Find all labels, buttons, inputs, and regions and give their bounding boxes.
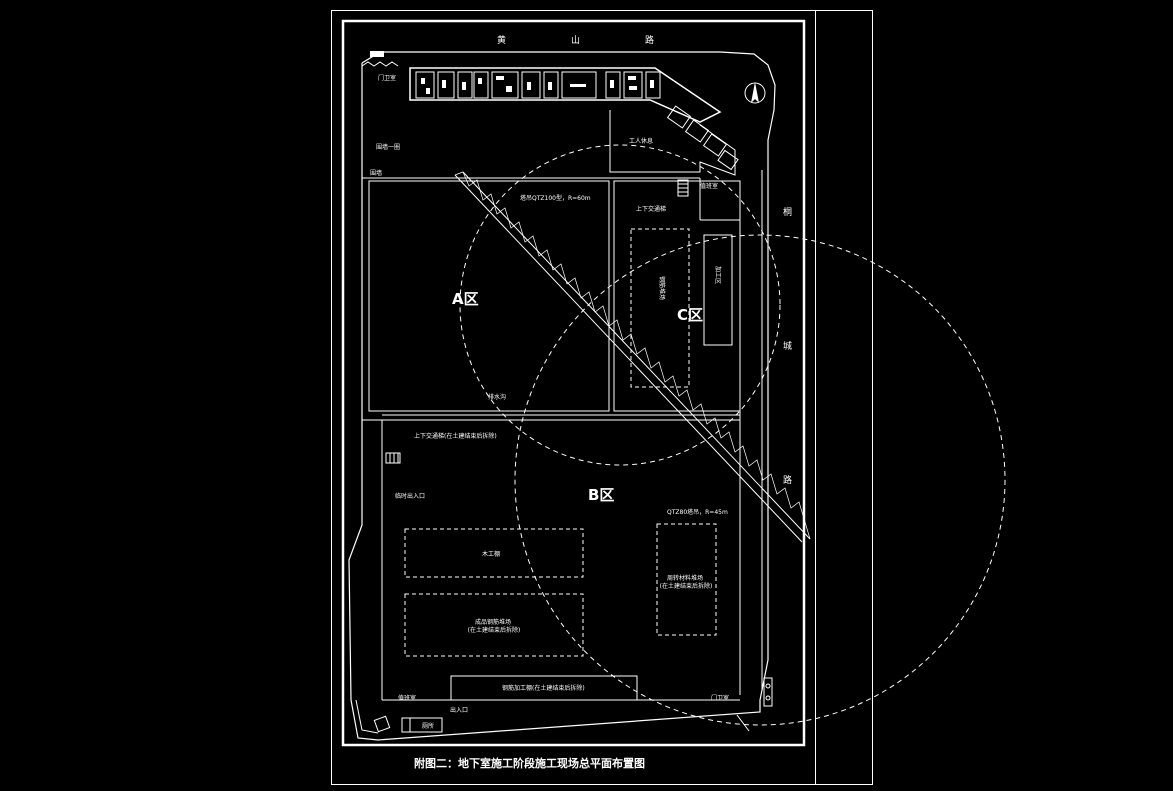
inner-border: [341, 19, 806, 747]
label-wall-2: 围墙: [370, 169, 382, 177]
label-toilet: 厕所: [422, 722, 434, 730]
gate-se: [763, 677, 773, 707]
zone-c-pit: [613, 180, 741, 412]
outer-frame: [331, 10, 873, 785]
site-boundary-inner: [355, 699, 379, 734]
road-east-1: 桐: [783, 206, 792, 218]
label-crane-2: QTZ80塔吊，R=45m: [667, 508, 728, 516]
north-arrow-icon: [744, 82, 766, 104]
label-rebar-yard-line1: 成品钢筋堆场: [475, 618, 511, 626]
zone-a-label: A区: [452, 290, 479, 308]
label-rebar-yard: 成品钢筋堆场 (在土建结束后拆除): [468, 618, 521, 634]
label-ramp-top: 上下交通梯: [636, 205, 666, 213]
road-east-2: 城: [783, 341, 792, 352]
label-drain: 排水沟: [488, 393, 506, 401]
tower-crane-jib: [454, 171, 811, 543]
label-crane-1: 塔吊QTZ100型，R=60m: [520, 194, 591, 202]
label-ramp-mid: 上下交通梯(在土建结束后拆除): [414, 432, 497, 440]
toilet-block: [401, 717, 443, 733]
office-building: [409, 67, 722, 123]
drawing-caption: 附图二：地下室施工阶段施工现场总平面布置图: [414, 756, 645, 770]
gate-s: [373, 715, 391, 733]
zone-b-label: B区: [588, 486, 614, 504]
stair-mid: [385, 452, 401, 464]
crane-2-radius: [514, 234, 1006, 726]
label-duty-room-2: 值班室: [398, 694, 416, 702]
road-east-3: 路: [783, 474, 792, 486]
storage-yards: [404, 228, 717, 657]
label-wall-1: 围墙一圈: [376, 143, 400, 151]
road-north-1: 黄: [497, 34, 506, 46]
label-rebar-yard-line2: (在土建结束后拆除): [468, 626, 521, 634]
label-worker-rest: 工人休息: [629, 137, 653, 145]
label-c-store-1: 钢筋堆场: [658, 276, 666, 300]
label-wood-shop: 木工棚: [482, 550, 500, 558]
road-north-2: 山: [571, 35, 580, 46]
zone-c-label: C区: [677, 306, 703, 324]
c-work-shed: [703, 234, 733, 346]
crane-1-radius: [459, 144, 781, 466]
label-gate-nw: 门卫室: [378, 74, 396, 82]
label-c-store-2: 加工区: [714, 266, 722, 284]
label-mat-yard-line1: 周转材料堆场: [667, 574, 703, 582]
label-rebar-shop: 钢筋加工棚(在土建结束后拆除): [502, 684, 585, 692]
label-exit-s: 出入口: [450, 706, 468, 714]
office-rooms: [415, 71, 661, 99]
office-fixtures: [421, 76, 654, 94]
label-exit-mid: 临时出入口: [395, 492, 425, 500]
stair-top: [677, 179, 689, 197]
label-duty-room: 值班室: [700, 182, 718, 190]
label-gate-se: 门卫室: [711, 694, 729, 702]
rebar-shop: [450, 675, 638, 701]
label-mat-yard: 周转材料堆场 (在土建结束后拆除): [660, 574, 713, 590]
gate-nw-post: [370, 51, 384, 57]
road-north-3: 路: [645, 34, 654, 46]
worker-rest-area: [609, 110, 736, 176]
gate-nw: [361, 61, 399, 67]
site-boundary: [348, 51, 776, 741]
office-annex: [666, 105, 739, 171]
label-mat-yard-line2: (在土建结束后拆除): [660, 582, 713, 590]
gate-se-ramp: [736, 714, 750, 732]
zone-a-pit: [368, 180, 610, 412]
